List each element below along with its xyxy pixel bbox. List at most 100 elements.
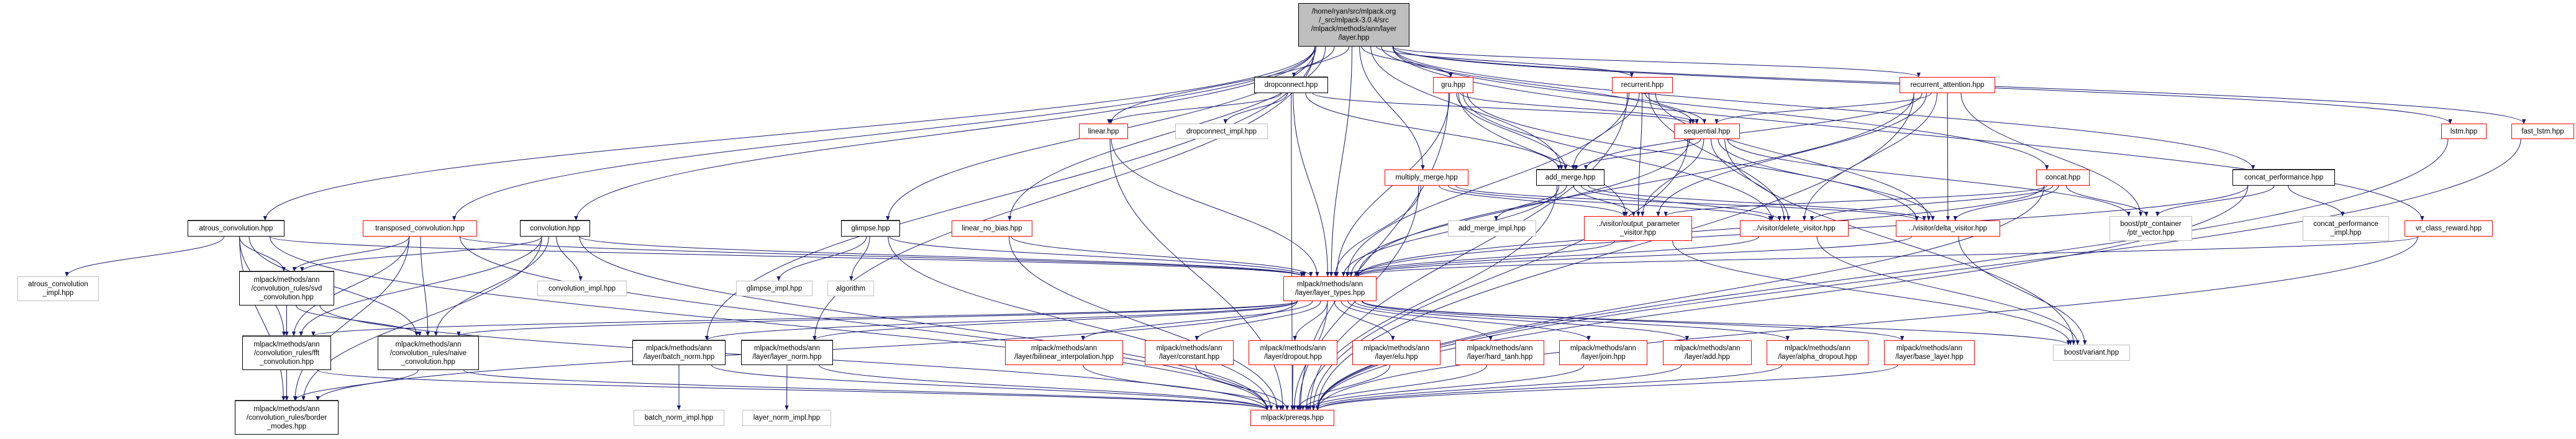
node-bilinear[interactable]: mlpack/methods/ann /layer/bilinear_inter… [1005, 340, 1123, 365]
node-concat[interactable]: concat.hpp [2036, 170, 2090, 186]
edge-recurrent-to-sequential [1644, 93, 1707, 124]
edge-sequential-to-delete_visitor [1711, 138, 1791, 221]
edge-atrous-to-svd [239, 236, 286, 272]
node-add-merge[interactable]: add_merge.hpp [1536, 170, 1604, 186]
node-prereqs[interactable]: mlpack/prereqs.hpp [1250, 410, 1334, 426]
edge-recurrent_attention-to-delta_visitor [1946, 93, 1950, 221]
edge-recurrent-to-layer_types [1345, 93, 1629, 277]
edge-multiply_merge-to-layer_types [1333, 185, 1421, 277]
node-label: concat.hpp [2045, 174, 2081, 181]
node-concat-performance[interactable]: concat_performance.hpp [2232, 170, 2335, 186]
edge-atrous-to-prereqs [270, 236, 1270, 410]
edge-elu-to-prereqs [1295, 364, 1391, 410]
edge-sequential-to-output_param [1641, 138, 1704, 217]
node-label: mlpack/methods/ann /layer/layer_norm.hpp [752, 345, 822, 361]
node-label: mlpack/methods/ann /convolution_rules/ff… [253, 340, 320, 366]
edge-layer_norm-to-prereqs [819, 364, 1270, 410]
edge-batch_norm-to-prereqs [711, 364, 1270, 410]
node-hard-tanh[interactable]: mlpack/methods/ann /layer/hard_tanh.hpp [1455, 340, 1544, 365]
edge-transposed-to-fft [291, 236, 410, 337]
node-linear-no-bias[interactable]: linear_no_bias.hpp [952, 220, 1032, 237]
edge-sequential-to-ptr_vector [1727, 138, 2131, 217]
edge-recurrent_attention-to-sequential [1714, 93, 1932, 124]
edge-sequential-to-add_merge [1573, 138, 1701, 170]
edge-atrous-to-border [239, 236, 286, 401]
edge-recurrent_attention-to-layer_types [1355, 93, 1914, 277]
node-convolution[interactable]: convolution.hpp [520, 220, 590, 237]
node-alpha-dropout[interactable]: mlpack/methods/ann /layer/alpha_dropout.… [1767, 340, 1868, 365]
node-label: mlpack/methods/ann /layer/base_layer.hpp [1895, 345, 1964, 361]
node-join[interactable]: mlpack/methods/ann /layer/join.hpp [1559, 340, 1647, 365]
node-label: add_merge_impl.hpp [1458, 225, 1526, 232]
node-gru[interactable]: gru.hpp [1433, 77, 1473, 93]
node-delete-visitor[interactable]: ../visitor/delete_visitor.hpp [1740, 220, 1849, 237]
edge-linear_no_bias-to-layer_types [1011, 236, 1313, 277]
node-label: convolution_impl.hpp [548, 284, 616, 292]
edge-layer_types-to-elu [1334, 301, 1395, 341]
node-multiply-merge[interactable]: multiply_merge.hpp [1385, 170, 1468, 186]
edge-dropconnect-to-layer_types [1293, 93, 1330, 277]
edge-hard_tanh-to-prereqs [1301, 364, 1488, 410]
node-sequential[interactable]: sequential.hpp [1674, 124, 1740, 139]
node-variant: boost/variant.hpp [2053, 345, 2130, 361]
edge-concat-to-layer_types [1355, 185, 2045, 277]
node-label: fast_lstm.hpp [2521, 127, 2564, 135]
node-output-param[interactable]: ../visitor/output_parameter _visitor.hpp [1584, 216, 1692, 241]
node-layer-norm-impl: layer_norm_impl.hpp [742, 410, 831, 426]
edge-recurrent_attention-to-ptr_vector [1960, 93, 2143, 217]
node-lstm[interactable]: lstm.hpp [2441, 124, 2487, 139]
edge-layer_types-to-join [1347, 301, 1591, 341]
edge-layer_types-to-batch_norm [705, 301, 1298, 341]
node-elu[interactable]: mlpack/methods/ann /layer/elu.hpp [1352, 340, 1440, 365]
node-label: glimpse_impl.hpp [746, 284, 803, 292]
node-dropout[interactable]: mlpack/methods/ann /layer/dropout.hpp [1249, 340, 1337, 365]
node-label: ../visitor/delta_visitor.hpp [1909, 225, 1987, 232]
edge-add_merge-to-prereqs [1304, 185, 1557, 410]
node-recurrent-attention[interactable]: recurrent_attention.hpp [1900, 77, 1995, 93]
node-dropconnect[interactable]: dropconnect.hpp [1254, 77, 1328, 93]
edge-dropconnect-to-add_merge [1305, 93, 1561, 170]
edge-root-to-layer_types [1329, 46, 1352, 277]
node-label: mlpack/methods/ann /layer/dropout.hpp [1260, 345, 1326, 361]
edge-gru-to-output_param [1458, 93, 1628, 217]
edge-glimpse-to-glimpse_impl [776, 236, 867, 281]
edge-root-to-linear [1109, 46, 1335, 124]
node-label: algorithm [835, 284, 866, 292]
node-layer-norm[interactable]: mlpack/methods/ann /layer/layer_norm.hpp [741, 340, 833, 365]
edge-layer_types-to-add [1354, 301, 1689, 341]
edge-transposed-to-prereqs [459, 236, 1270, 410]
node-delta-visitor[interactable]: ../visitor/delta_visitor.hpp [1896, 220, 2000, 237]
node-label: mlpack/methods/ann /convolution_rules/sv… [251, 276, 322, 301]
node-atrous-impl: atrous_convolution _impl.hpp [17, 276, 99, 301]
edge-bilinear-to-prereqs [1083, 364, 1283, 410]
node-add[interactable]: mlpack/methods/ann /layer/add.hpp [1663, 340, 1752, 365]
node-recurrent[interactable]: recurrent.hpp [1612, 77, 1673, 93]
node-layer-types[interactable]: mlpack/methods/ann /layer/layer_types.hp… [1283, 276, 1377, 301]
node-label: atrous_convolution.hpp [199, 225, 273, 232]
node-batch-norm[interactable]: mlpack/methods/ann /layer/batch_norm.hpp [632, 340, 726, 365]
node-atrous[interactable]: atrous_convolution.hpp [188, 220, 284, 237]
edge-atrous-to-layer_types [270, 236, 1304, 277]
node-label: batch_norm_impl.hpp [644, 414, 714, 422]
edge-convolution-to-layer_types [579, 236, 1304, 277]
node-transposed[interactable]: transposed_convolution.hpp [363, 220, 477, 237]
edge-dropconnect-to-linear [1107, 93, 1282, 124]
node-fft[interactable]: mlpack/methods/ann /convolution_rules/ff… [242, 336, 331, 370]
node-linear[interactable]: linear.hpp [1079, 124, 1128, 139]
node-naive[interactable]: mlpack/methods/ann /convolution_rules/na… [378, 336, 479, 370]
node-glimpse[interactable]: glimpse.hpp [841, 220, 900, 237]
node-base-layer[interactable]: mlpack/methods/ann /layer/base_layer.hpp [1884, 340, 1975, 365]
edge-convolution-to-fft [299, 236, 542, 337]
node-label: boost/variant.hpp [2064, 349, 2119, 356]
node-svd[interactable]: mlpack/methods/ann /convolution_rules/sv… [239, 271, 334, 305]
edge-concat-to-ptr_vector [2065, 185, 2149, 217]
node-constant[interactable]: mlpack/methods/ann /layer/constant.hpp [1145, 340, 1234, 365]
node-batch-norm-impl: batch_norm_impl.hpp [634, 410, 724, 426]
node-vr-class-reward[interactable]: vr_class_reward.hpp [2405, 220, 2493, 237]
node-border[interactable]: mlpack/methods/ann /convolution_rules/bo… [235, 401, 339, 435]
edge-layer_types-to-variant [1362, 301, 2070, 345]
edge-dropconnect-to-sequential [1312, 93, 1693, 124]
node-fast-lstm[interactable]: fast_lstm.hpp [2511, 124, 2574, 139]
edge-delete_visitor-to-layer_types [1354, 236, 1759, 277]
